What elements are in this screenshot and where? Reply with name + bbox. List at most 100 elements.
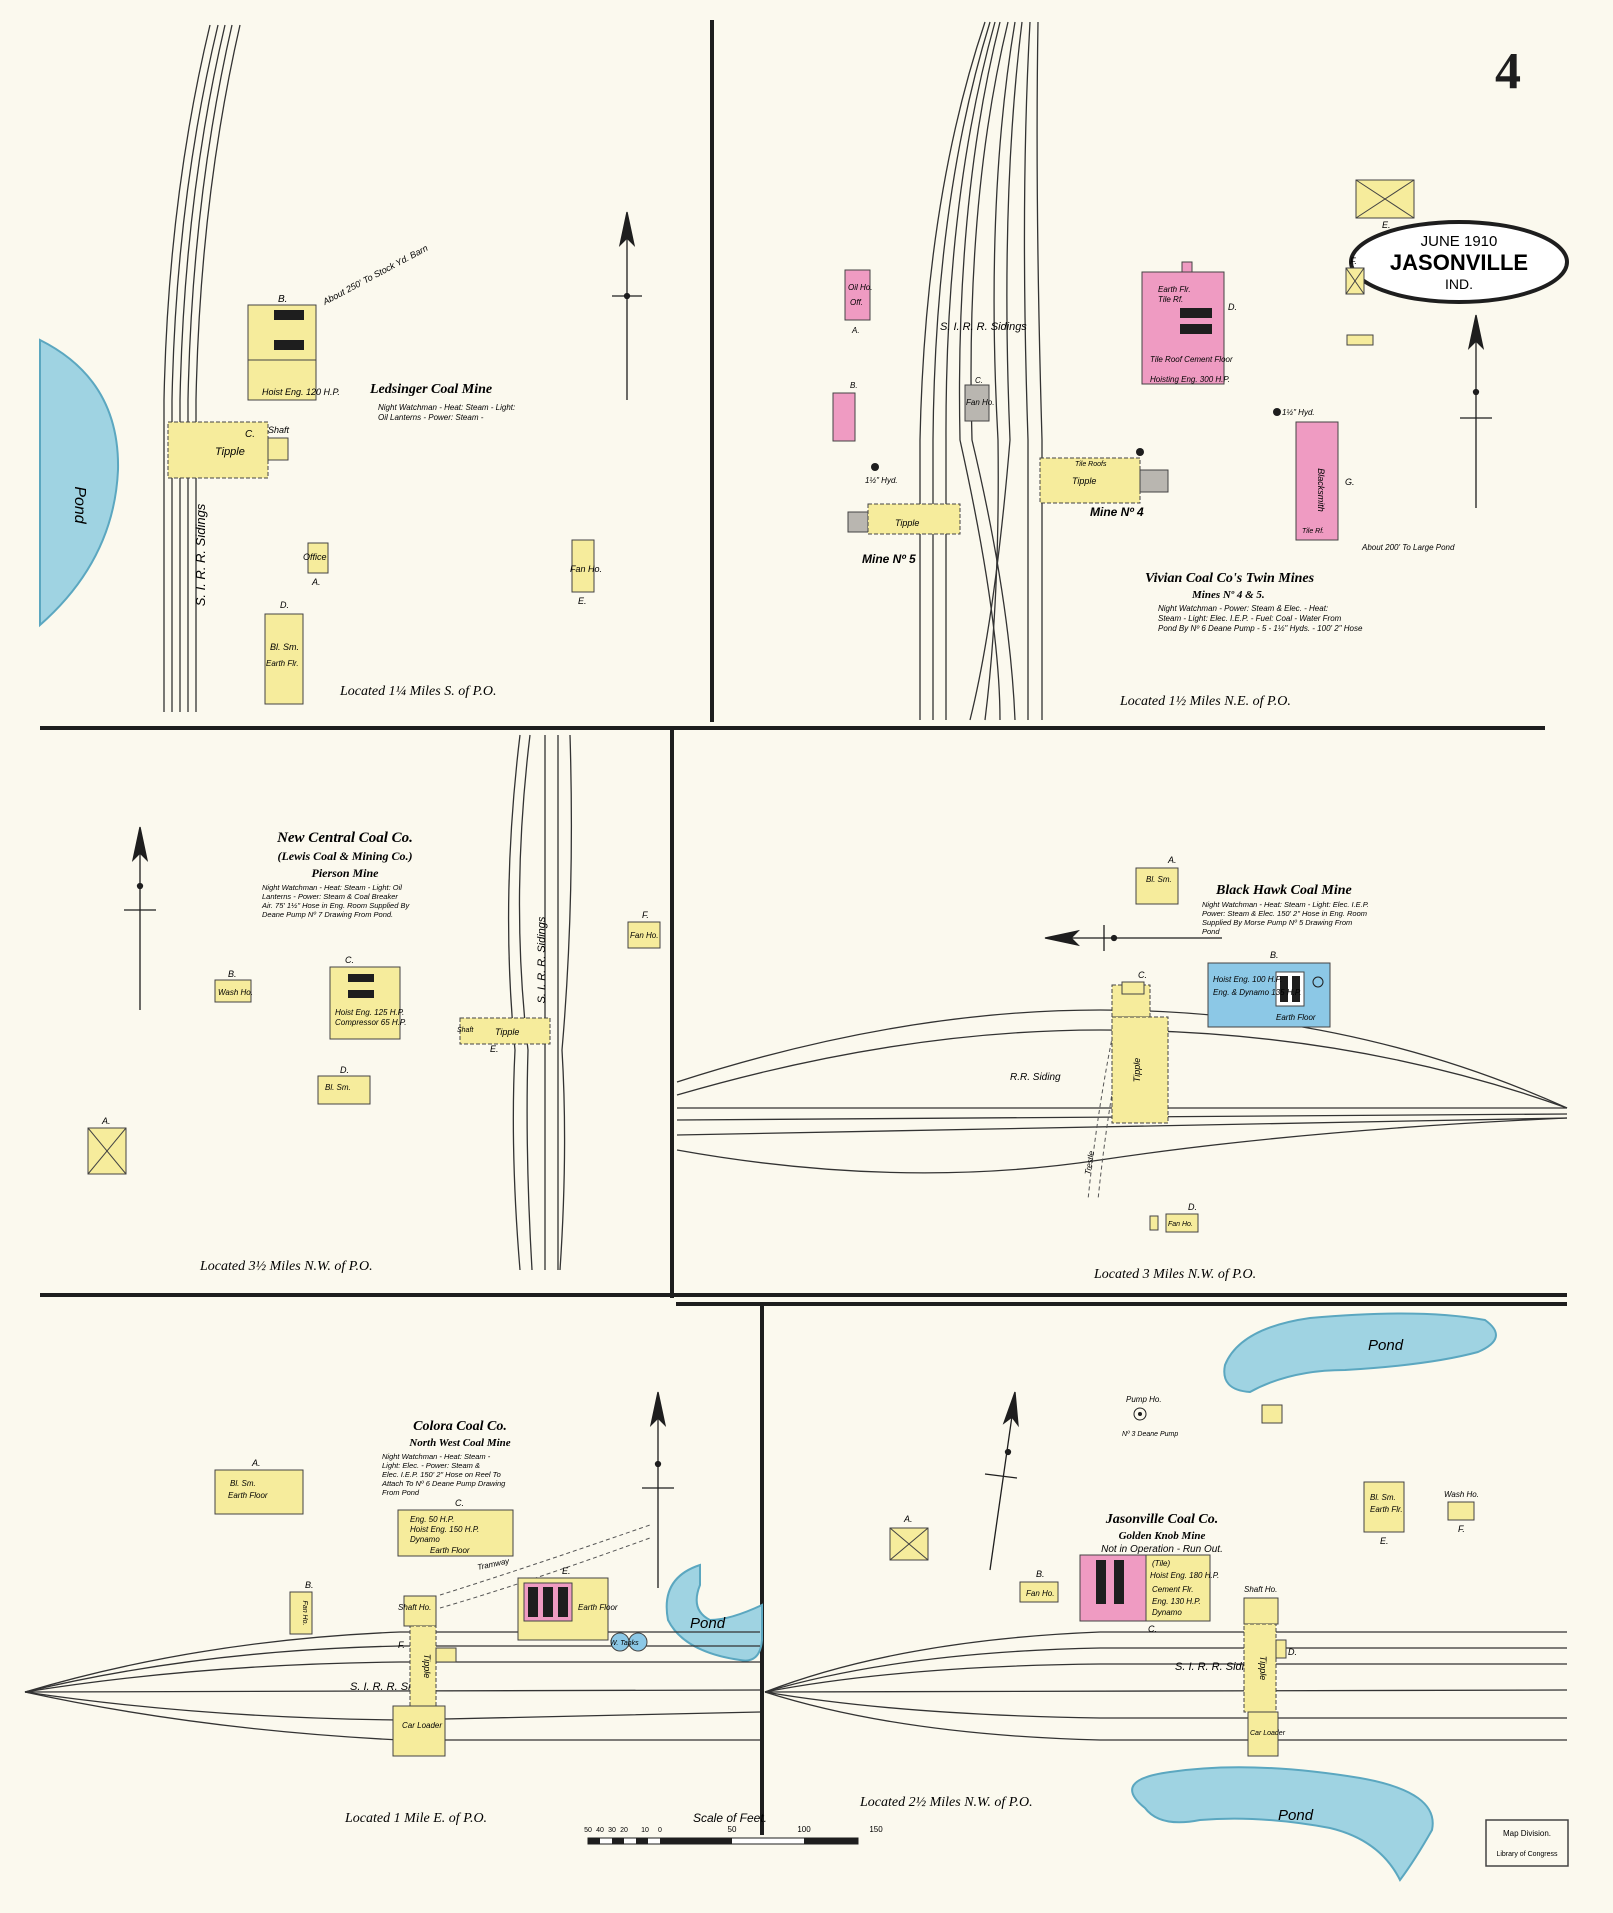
letter-a: A.: [851, 326, 860, 335]
dynamo-label: Dynamo: [410, 1535, 440, 1544]
engine-label: Eng. 130 H.P.: [1152, 1597, 1201, 1606]
mine-note-line: Night Watchman - Heat: Steam - Light:: [378, 403, 515, 412]
letter-e: E.: [490, 1044, 499, 1054]
tile-roofs-label: Tile Roofs: [1075, 461, 1107, 468]
mine-note-line: Attach To Nº 6 Deane Pump Drawing: [381, 1479, 506, 1488]
mine-title: Jasonville Coal Co.: [1105, 1512, 1218, 1527]
north-arrow: [642, 1391, 674, 1588]
mine-title: Black Hawk Coal Mine: [1215, 883, 1352, 898]
tipple-label: Tipple: [215, 446, 245, 458]
location-label: Located 1¼ Miles S. of P.O.: [339, 684, 496, 699]
mine-note-line: Power: Steam & Elec. 150' 2" Hose in Eng…: [1202, 909, 1367, 918]
blacksmith-label: Bl. Sm.: [325, 1083, 351, 1092]
scale-tick: 100: [797, 1825, 811, 1834]
letter-d: D.: [1288, 1647, 1297, 1657]
mine-note-line: Supplied By Morse Pump Nº 5 Drawing From: [1202, 918, 1352, 927]
shaft-label: Shaft: [268, 425, 290, 435]
location-label: Located 1½ Miles N.E. of P.O.: [1119, 694, 1291, 709]
tipple-label: Tipple: [1132, 1058, 1142, 1082]
blacksmith-label: Bl. Sm.: [1146, 875, 1172, 884]
title-date: JUNE 1910: [1421, 233, 1498, 250]
pond-shape: [665, 1563, 763, 1662]
earth-floor-label: Earth Floor: [578, 1603, 618, 1612]
mine-status: Not in Operation - Run Out.: [1101, 1544, 1223, 1555]
pump-house-label: Pump Ho.: [1126, 1395, 1162, 1404]
stamp-line-1: Map Division.: [1503, 1829, 1551, 1838]
shaft-building: [267, 437, 289, 461]
tile-roof-label: Tile Rf.: [1158, 295, 1183, 304]
scale-label: Scale of Feet.: [693, 1811, 767, 1825]
earth-floor-label: Earth Flr.: [1370, 1505, 1403, 1514]
siding-label: R.R. Siding: [1010, 1072, 1061, 1083]
scale-tick: 20: [620, 1827, 628, 1834]
car-loader: [1247, 1711, 1279, 1757]
siding-label: S. I. R. R. Sidings: [1175, 1661, 1262, 1673]
tipple-building: [1111, 1016, 1169, 1124]
wash-house: [214, 979, 252, 1003]
hydrant-label: 1½" Hyd.: [865, 476, 898, 485]
letter-g: G.: [1345, 477, 1355, 487]
letter-a: A.: [311, 577, 321, 587]
letter-a: A.: [101, 1116, 111, 1126]
mine-4-tipple: [1039, 457, 1141, 504]
fan-house-label: Fan Ho.: [630, 931, 658, 940]
fan-house-label: Fan Ho.: [1168, 1221, 1193, 1228]
mine-note-line: Elec. I.E.P. 150' 2" Hose on Reel To: [382, 1470, 501, 1479]
car-loader-label: Car Loader: [1250, 1730, 1286, 1737]
trestle-label: Trestle: [1083, 1150, 1096, 1176]
letter-e: E.: [1382, 220, 1391, 230]
pond-top-label: Pond: [1368, 1337, 1404, 1354]
earth-floor-label: Earth Flr.: [266, 659, 299, 668]
blacksmith-label: Bl. Sm.: [270, 642, 299, 652]
panel-newcentral: S. I. R. R. Sidings Tipple Shaft Hoist E…: [87, 734, 661, 1274]
pond-bottom-label: Pond: [1278, 1807, 1314, 1824]
tile-label: (Tile): [1152, 1559, 1170, 1568]
north-arrow: [612, 211, 642, 400]
mine-subtitle: Mines Nº 4 & 5.: [1191, 589, 1265, 601]
scale-tick: 150: [869, 1825, 883, 1834]
car-loader: [392, 1705, 446, 1757]
fan-house-label: Fan Ho.: [966, 398, 994, 407]
panel-colora: Pond S. I. R. R. Sidings Tramway Bl. Sm.…: [24, 1391, 763, 1826]
earth-floor-label: Earth Flr.: [1158, 285, 1191, 294]
office-label: Off.: [850, 298, 863, 307]
letter-b: B.: [1036, 1569, 1045, 1579]
blacksmith-label: Bl. Sm.: [1370, 1493, 1396, 1502]
siding-label: S. I. R. R. Sidings: [940, 321, 1027, 333]
mine-5-label: Mine Nº 5: [862, 552, 916, 566]
mine-note-line: Air. 75' 1½" Hose in Eng. Room Supplied …: [261, 901, 410, 910]
shaft-house: [1243, 1597, 1279, 1625]
mine-title: Ledsinger Coal Mine: [369, 382, 492, 397]
title-state: IND.: [1445, 276, 1473, 292]
mine-note-line: Night Watchman - Heat: Steam - Light: Oi…: [262, 883, 402, 892]
letter-b: B.: [228, 969, 237, 979]
pond-label: Pond: [690, 1615, 726, 1632]
scale-tick: 10: [641, 1827, 649, 1834]
blacksmith-building: [1363, 1481, 1405, 1533]
hoist-engine-label: Hoist Eng. 100 H.P.: [1213, 975, 1282, 984]
scale-of-feet: Scale of Feet. 50 40 30 20 10 0 50 100 1…: [584, 1811, 883, 1845]
mine-note-line: Deane Pump Nº 7 Drawing From Pond.: [262, 910, 393, 919]
letter-b: B.: [850, 381, 858, 390]
location-label: Located 2½ Miles N.W. of P.O.: [859, 1795, 1033, 1810]
hoist-engine-label: Hoisting Eng. 300 H.P.: [1150, 375, 1230, 384]
wash-house-label: Wash Ho.: [1444, 1490, 1479, 1499]
letter-b: B.: [278, 294, 287, 305]
north-arrow: [1460, 314, 1492, 508]
railroad-sidings: [163, 24, 241, 712]
letter-d: D.: [280, 600, 289, 610]
water-tanks-label: W. Tanks: [610, 1640, 639, 1647]
hoist-engine-label: Hoist Eng. 150 H.P.: [410, 1525, 479, 1534]
letter-c: C.: [1148, 1624, 1157, 1634]
tipple-label: Tipple: [1072, 476, 1096, 486]
mine-title: New Central Coal Co.: [276, 830, 413, 846]
compressor-label: Compressor 65 H.P.: [335, 1018, 406, 1027]
tipple-label: Tipple: [422, 1654, 432, 1678]
pond-top-shape: [1223, 1312, 1497, 1394]
location-label: Located 1 Mile E. of P.O.: [344, 1811, 487, 1826]
engine-house: [1207, 962, 1331, 1028]
fan-house-label: Fan Ho.: [570, 564, 602, 574]
title-badge: JUNE 1910 JASONVILLE IND.: [1349, 220, 1569, 304]
letter-f: F.: [398, 1640, 405, 1650]
